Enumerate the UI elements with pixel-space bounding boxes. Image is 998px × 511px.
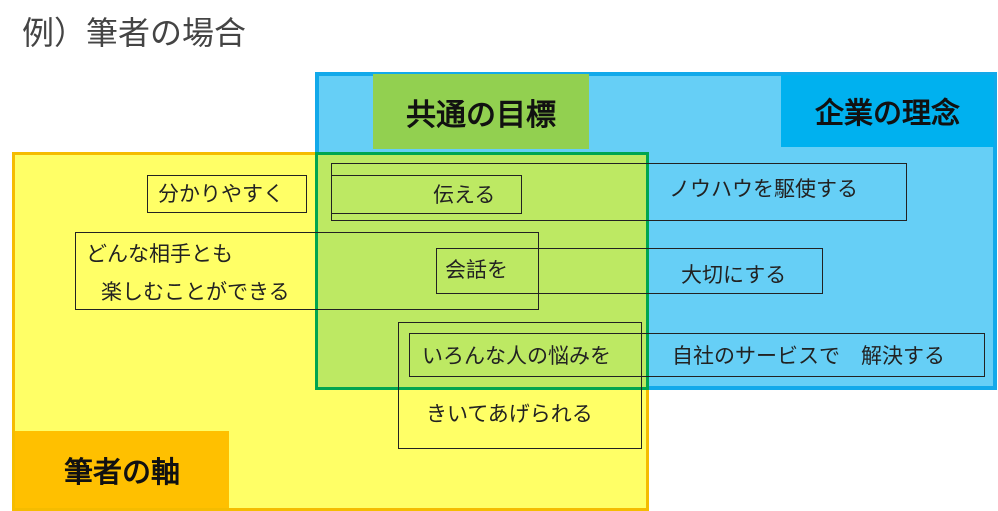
common-goal-region bbox=[315, 152, 649, 390]
writer-axis-label: 筆者の軸 bbox=[15, 431, 229, 508]
company-philosophy-label: 企業の理念 bbox=[781, 75, 994, 147]
phrase-conversation: 会話を bbox=[445, 258, 508, 282]
phrase-box-value: 会話を 大切にする bbox=[436, 248, 823, 294]
phrase-box-enjoy-anyone: どんな相手とも 楽しむことができる bbox=[75, 232, 539, 310]
phrase-box-solve: いろんな人の悩みを 自社のサービスで 解決する bbox=[409, 333, 985, 377]
phrase-knowhow: ノウハウを駆使する bbox=[669, 177, 858, 201]
phrase-box-easy-to-understand: 分かりやすく bbox=[147, 175, 307, 213]
phrase-box-convey: 伝える bbox=[331, 175, 522, 214]
phrase-worries: いろんな人の悩みを bbox=[422, 344, 611, 368]
phrase-box-listen: きいてあげられる bbox=[398, 322, 642, 449]
phrase-easy-to-understand: 分かりやすく bbox=[158, 182, 284, 206]
phrase-enjoy-anyone-line1: どんな相手とも bbox=[86, 242, 233, 266]
phrase-solve-with-service: 自社のサービスで 解決する bbox=[672, 344, 945, 368]
phrase-convey: 伝える bbox=[433, 183, 496, 207]
phrase-enjoy-anyone-line2: 楽しむことができる bbox=[101, 280, 290, 304]
phrase-listen: きいてあげられる bbox=[426, 402, 593, 426]
page-heading: 例）筆者の場合 bbox=[22, 14, 247, 52]
phrase-box-knowhow: ノウハウを駆使する bbox=[331, 163, 907, 221]
common-goal-label: 共通の目標 bbox=[373, 74, 589, 149]
phrase-value: 大切にする bbox=[681, 263, 787, 287]
